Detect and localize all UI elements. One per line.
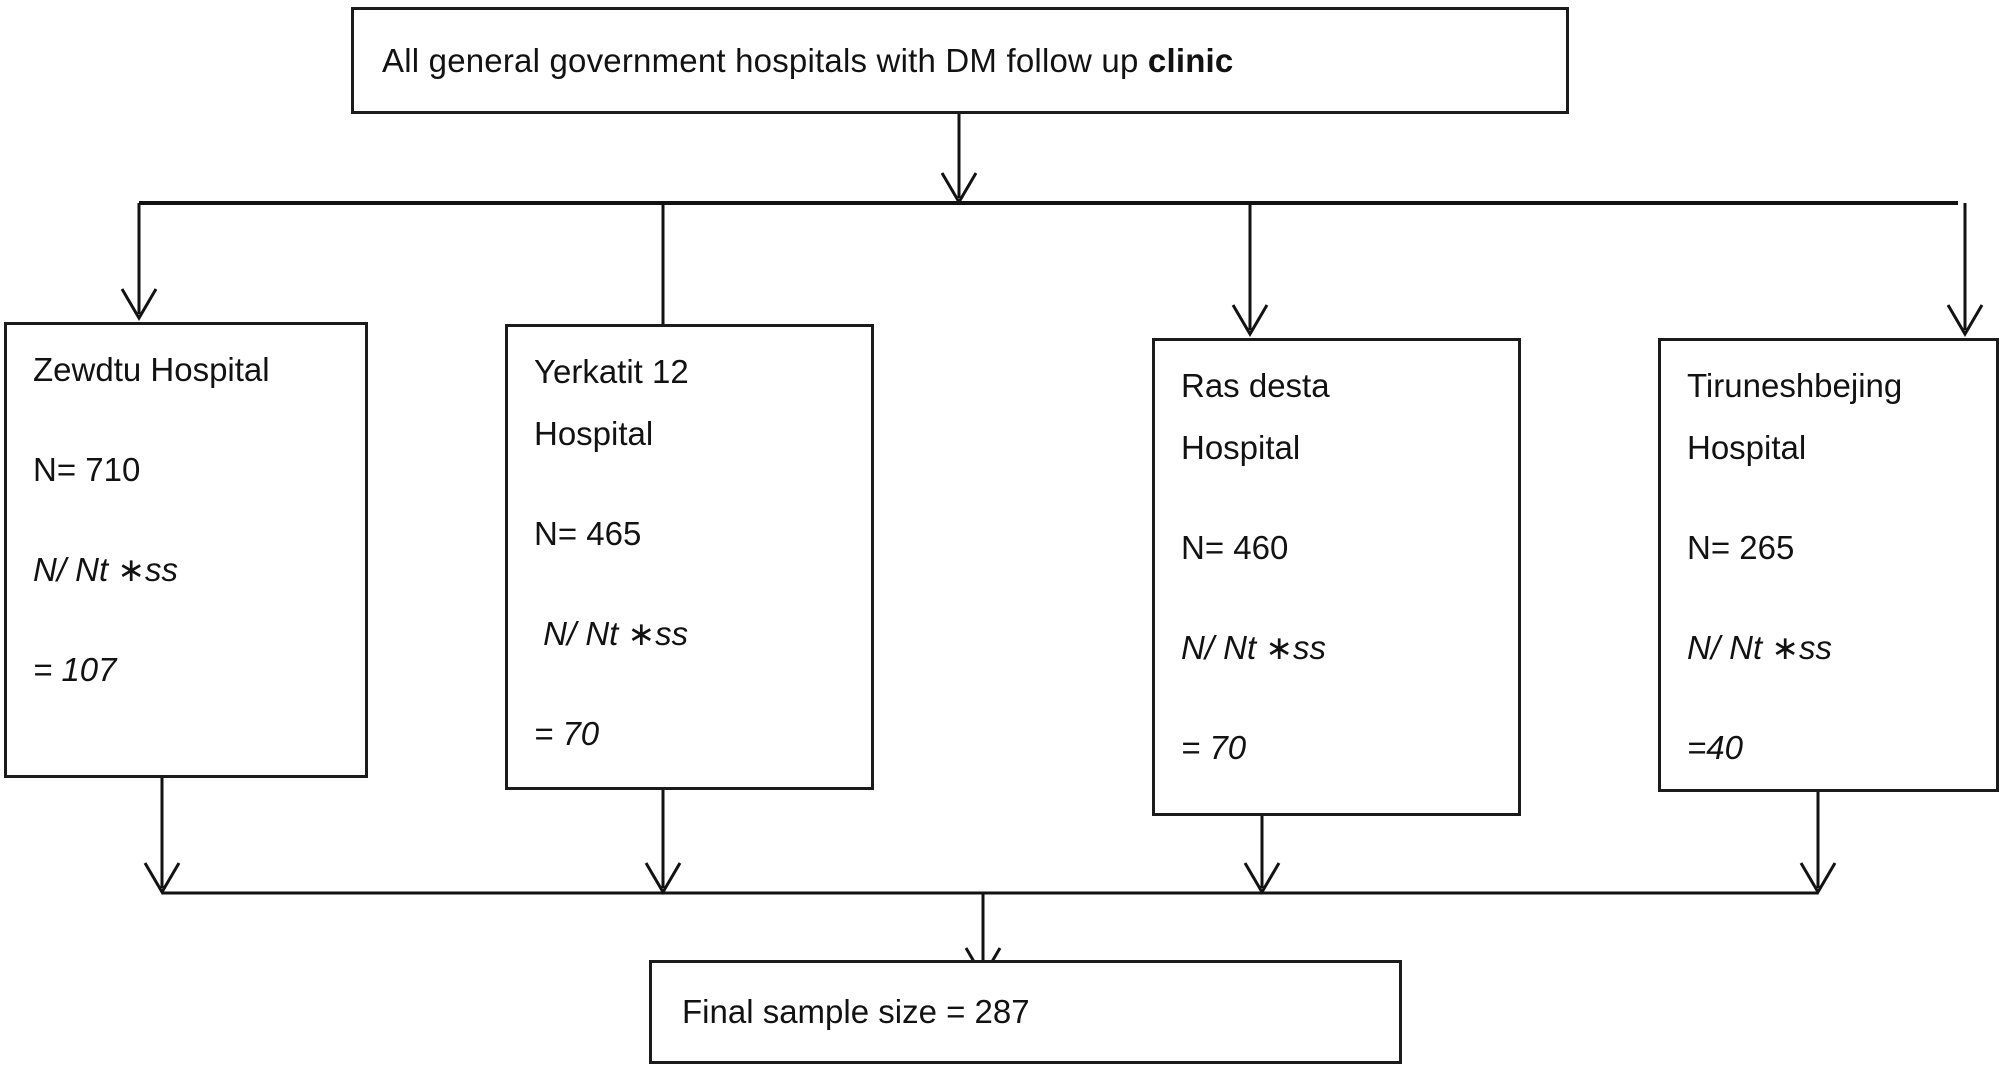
hospital-name-line2: Hospital <box>1687 429 1807 466</box>
hospital-result: =40 <box>1687 729 1743 766</box>
hospital-name: Ras desta <box>1181 367 1330 404</box>
title-text: All general government hospitals with DM… <box>382 42 1233 80</box>
arrow-hospital-2-to-converge <box>644 790 682 895</box>
final-sample-size-label: Final sample size = 287 <box>682 993 1030 1030</box>
final-sample-size-box: Final sample size = 287 <box>649 960 1402 1064</box>
arrow-title-to-branch <box>940 114 978 205</box>
hospital-box-ras-desta: Ras desta Hospital N= 460 N/ Nt ∗ss = 70 <box>1152 338 1521 816</box>
hospital-name: Yerkatit 12 <box>534 353 689 390</box>
hospital-name: Tiruneshbejing <box>1687 367 1903 404</box>
hospital-population: N= 465 <box>534 515 642 552</box>
hospital-formula: N/ Nt ∗ss <box>33 551 178 588</box>
arrow-hospital-1-to-converge <box>143 778 181 895</box>
title-text-prefix: All general government hospitals with DM… <box>382 41 1148 79</box>
arrow-hospital-3-to-converge <box>1243 816 1281 895</box>
hospital-formula: N/ Nt ∗ss <box>1687 629 1832 666</box>
hospital-population: N= 460 <box>1181 529 1289 566</box>
hospital-box-tiruneshbejing: Tiruneshbejing Hospital N= 265 N/ Nt ∗ss… <box>1658 338 1999 792</box>
hospital-formula: N/ Nt ∗ss <box>534 615 689 652</box>
arrow-branch-to-hospital-1 <box>120 203 158 321</box>
hospital-population: N= 265 <box>1687 529 1795 566</box>
hospital-name: Zewdtu Hospital <box>33 351 270 388</box>
hospital-formula: N/ Nt ∗ss <box>1181 629 1326 666</box>
title-box: All general government hospitals with DM… <box>351 7 1569 114</box>
arrow-branch-to-hospital-3 <box>1231 203 1269 337</box>
hospital-result: = 70 <box>534 715 600 752</box>
arrow-hospital-4-to-converge <box>1799 792 1837 895</box>
hospital-result: = 107 <box>33 651 117 688</box>
hospital-name-line2: Hospital <box>1181 429 1301 466</box>
hospital-result: = 70 <box>1181 729 1247 766</box>
hospital-population: N= 710 <box>33 451 141 488</box>
hospital-name-line2: Hospital <box>534 415 654 452</box>
title-text-bold: clinic <box>1147 41 1234 79</box>
hospital-box-yerkatit-12: Yerkatit 12 Hospital N= 465 N/ Nt ∗ss = … <box>505 324 874 790</box>
arrow-branch-to-hospital-4 <box>1946 203 1984 337</box>
hospital-box-zewdtu: Zewdtu Hospital N= 710 N/ Nt ∗ss = 107 <box>4 322 368 778</box>
